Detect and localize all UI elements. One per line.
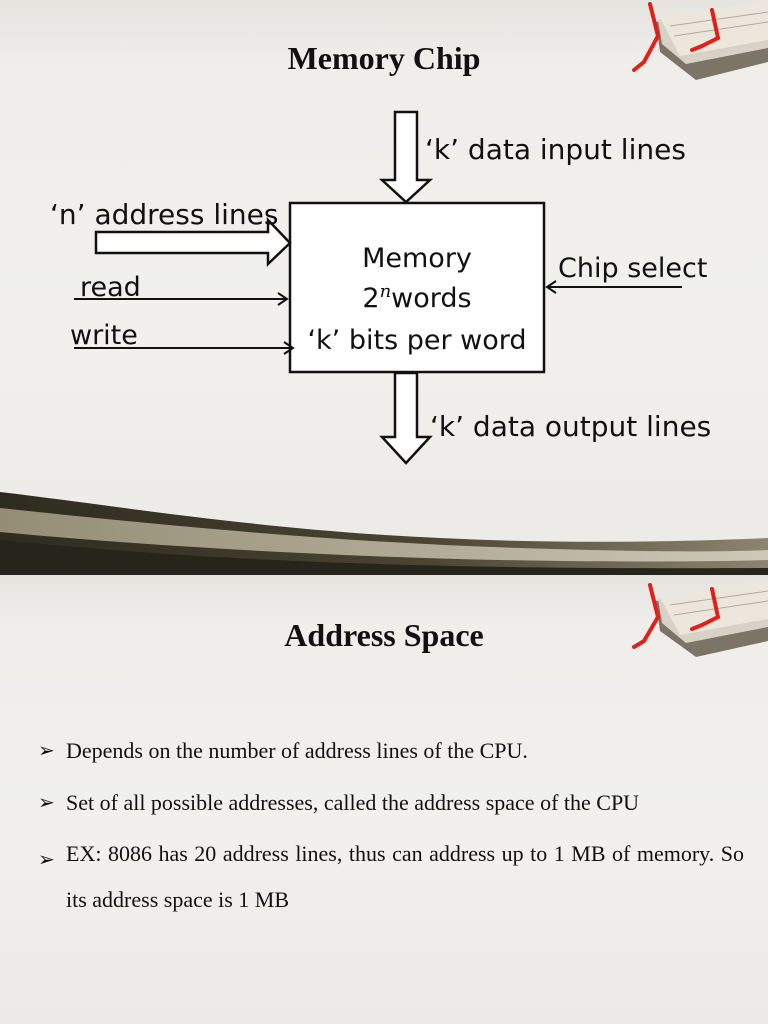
read-label: read xyxy=(80,272,141,303)
data-input-arrow xyxy=(378,110,434,204)
memory-box-line1: Memory xyxy=(362,243,472,274)
memory-box-line2: 2nwords xyxy=(290,281,544,314)
bullet-list: ➢ Depends on the number of address lines… xyxy=(38,735,744,943)
address-lines-arrow xyxy=(94,216,292,267)
slide-memory-chip: Memory Chip ‘k’ data input lines ‘n’ add… xyxy=(0,0,768,575)
list-item: ➢ Set of all possible addresses, called … xyxy=(38,787,744,819)
memory-chip-diagram xyxy=(74,110,682,465)
write-label: write xyxy=(70,320,138,351)
memory-box-line3: ‘k’ bits per word xyxy=(307,325,527,356)
words-text: words xyxy=(391,283,472,314)
data-output-arrow xyxy=(379,371,433,465)
arrow-bullet-icon: ➢ xyxy=(38,740,55,762)
data-input-label: ‘k’ data input lines xyxy=(425,133,686,166)
book-bookmark-icon xyxy=(632,0,768,80)
slide-title: Address Space xyxy=(284,617,484,653)
memory-box xyxy=(288,201,546,374)
slide-address-space: Address Space ➢ Depends on the number of… xyxy=(0,575,768,1024)
data-output-label: ‘k’ data output lines xyxy=(430,410,712,443)
list-item: ➢ Depends on the number of address lines… xyxy=(38,735,744,767)
arrow-bullet-icon: ➢ xyxy=(38,849,55,871)
bottom-wave-decoration xyxy=(0,492,768,575)
book-bookmark-icon xyxy=(632,579,768,657)
slide-title: Memory Chip xyxy=(287,40,481,76)
power-base: 2 xyxy=(362,283,380,314)
chip-select-label: Chip select xyxy=(558,253,708,284)
arrow-bullet-icon: ➢ xyxy=(38,792,55,814)
list-item: ➢ EX: 8086 has 20 address lines, thus ca… xyxy=(38,831,744,923)
address-lines-label: ‘n’ address lines xyxy=(50,198,279,231)
power-exponent: n xyxy=(379,281,392,302)
